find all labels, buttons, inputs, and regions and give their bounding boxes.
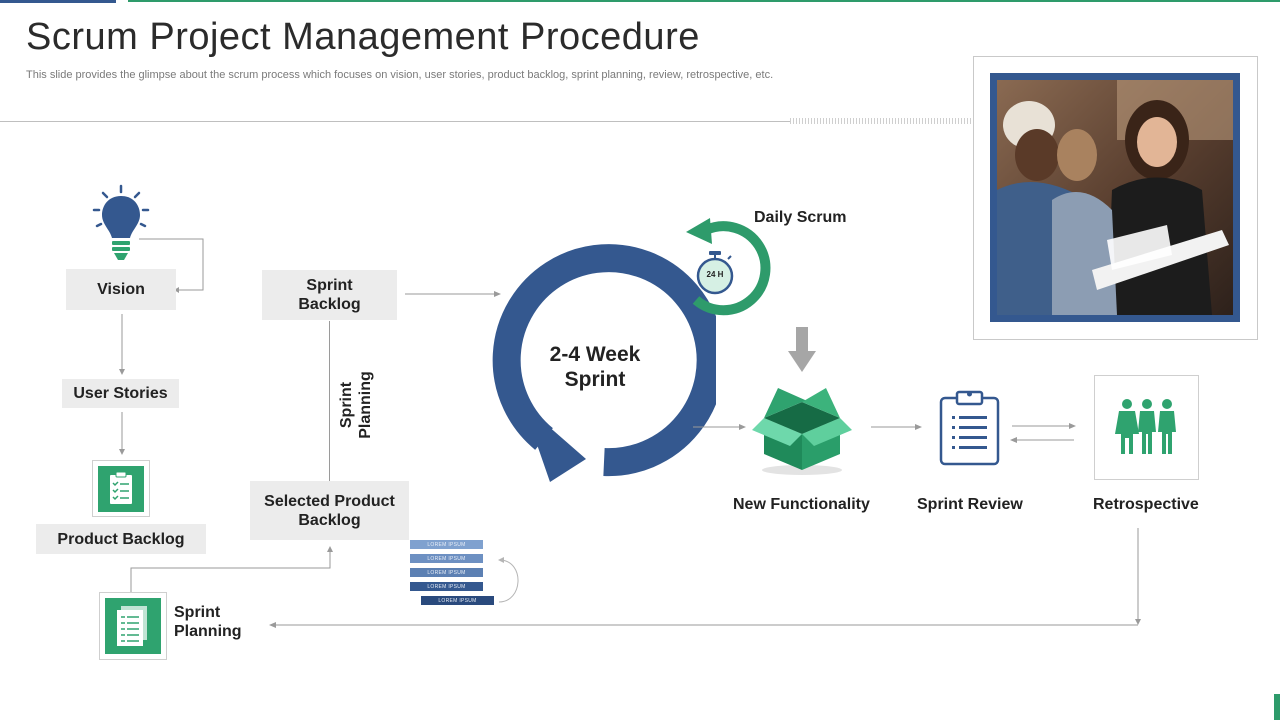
arrow-functionality-to-review bbox=[871, 424, 922, 430]
sprint-planning-label: Sprint Planning bbox=[174, 604, 242, 640]
review-retro-arrows bbox=[1010, 423, 1076, 443]
vision-box: Vision bbox=[66, 269, 176, 310]
stack-loop-arrow bbox=[498, 557, 519, 603]
lightbulb-icon bbox=[90, 184, 152, 266]
retrospective-icon-card bbox=[1094, 375, 1199, 480]
selected-product-backlog-box: Selected Product Backlog bbox=[250, 481, 409, 540]
arrow-sprint-to-functionality bbox=[693, 424, 746, 430]
daily-scrum-cycle bbox=[686, 218, 771, 316]
vision-loop-arrow bbox=[139, 238, 204, 293]
page-subtitle: This slide provides the glimpse about th… bbox=[26, 69, 774, 81]
header-divider bbox=[0, 121, 790, 122]
clipboard-icon bbox=[98, 465, 144, 512]
retrospective-label: Retrospective bbox=[1093, 496, 1199, 513]
stack-bar-1: LOREM IPSUM bbox=[410, 540, 483, 549]
sprint-planning-vertical-label: Sprint Planning bbox=[338, 371, 374, 439]
user-stories-box: User Stories bbox=[62, 379, 179, 408]
sprint-backlog-box: Sprint Backlog bbox=[262, 270, 397, 320]
box-icon bbox=[752, 388, 852, 475]
team-photo-illustration bbox=[997, 80, 1233, 315]
bottom-return-arrow bbox=[269, 528, 1141, 628]
page-title: Scrum Project Management Procedure bbox=[26, 16, 700, 58]
sprint-planning-divider bbox=[329, 321, 330, 481]
stack-bar-5: LOREM IPSUM bbox=[421, 596, 494, 605]
stack-bar-3: LOREM IPSUM bbox=[410, 568, 483, 577]
document-icon bbox=[105, 598, 161, 654]
product-backlog-icon-card bbox=[92, 460, 150, 517]
checklist-icon bbox=[939, 390, 1000, 466]
team-icon bbox=[1114, 398, 1176, 454]
corner-accent bbox=[1274, 694, 1280, 720]
stopwatch-icon bbox=[696, 251, 734, 295]
arrow-stories-to-backlog bbox=[119, 412, 125, 455]
arrow-planning-to-selected-backlog bbox=[130, 546, 333, 592]
sprint-planning-icon-card bbox=[99, 592, 167, 660]
stack-bar-4: LOREM IPSUM bbox=[410, 582, 483, 591]
daily-scrum-label: Daily Scrum bbox=[754, 209, 847, 226]
top-accent-blue bbox=[0, 0, 116, 3]
product-backlog-box: Product Backlog bbox=[36, 524, 206, 554]
top-accent-green bbox=[128, 0, 1280, 2]
hatched-connector bbox=[790, 118, 995, 124]
sprint-cycle-arrow bbox=[492, 244, 716, 482]
team-photo bbox=[990, 73, 1240, 322]
stopwatch-label: 24 H bbox=[706, 270, 724, 279]
down-arrow bbox=[788, 327, 816, 372]
stack-bar-2: LOREM IPSUM bbox=[410, 554, 483, 563]
arrow-vision-to-stories bbox=[119, 314, 125, 375]
new-functionality-label: New Functionality bbox=[733, 496, 870, 513]
arrow-backlog-to-sprint bbox=[405, 291, 501, 297]
sprint-duration-label: 2-4 Week Sprint bbox=[549, 343, 641, 391]
sprint-review-label: Sprint Review bbox=[917, 496, 1023, 513]
